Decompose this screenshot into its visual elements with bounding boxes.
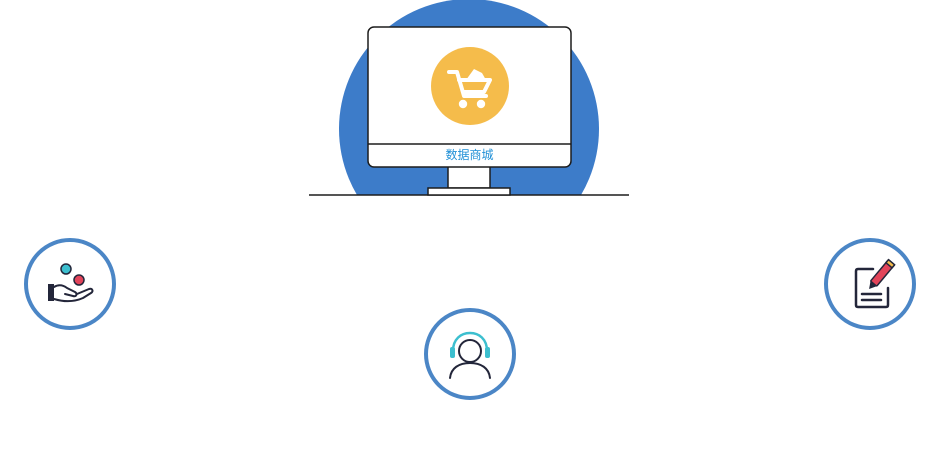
feature-circle-right[interactable] — [824, 238, 916, 330]
headset-support-agent-icon — [449, 331, 491, 379]
monitor-stand-base — [427, 187, 511, 196]
monitor-screen-label: 数据商城 — [445, 148, 494, 162]
data-mall-hero — [309, 0, 629, 196]
monitor-stand-neck — [447, 165, 491, 189]
feature-circle-middle[interactable] — [424, 308, 516, 400]
edit-document-pencil-icon — [854, 258, 896, 309]
shopping-cart-icon — [431, 47, 509, 125]
hand-offering-coins-icon — [48, 263, 94, 303]
feature-circle-left[interactable] — [24, 238, 116, 330]
